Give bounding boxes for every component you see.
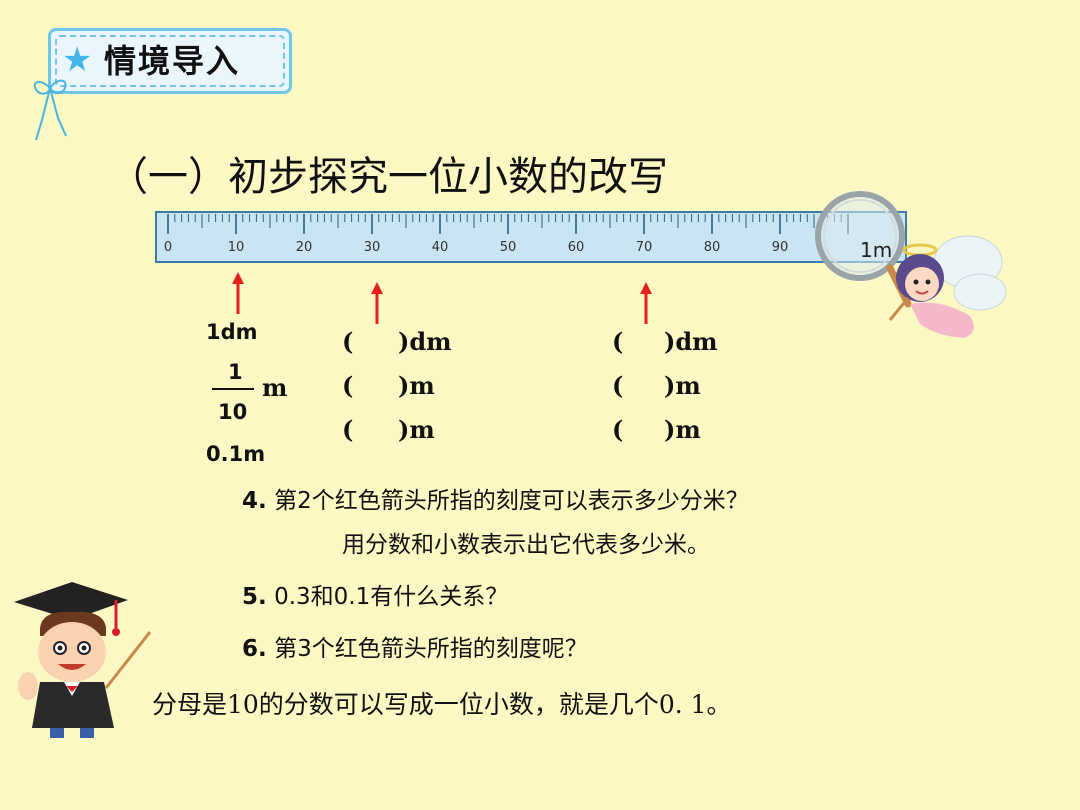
question-6-number: 6. (242, 636, 267, 662)
question-4: 4. 第2个红色箭头所指的刻度可以表示多少分米？ (242, 486, 749, 516)
magnifier-icon (815, 191, 912, 308)
meter-ruler: 0 10 20 30 40 50 60 70 80 90 (155, 211, 907, 263)
summary-statement: 分母是10的分数可以写成一位小数，就是几个0. 1。 (152, 690, 732, 719)
section-title: （一）初步探究一位小数的改写 (108, 154, 668, 200)
ruler-tick-label: 90 (772, 240, 789, 255)
ruler-end-label: 1m (860, 238, 893, 262)
ruler-tick-label: 30 (364, 240, 381, 255)
col2-row3-open: ( (342, 415, 354, 444)
col3-row2-open: ( (612, 371, 624, 400)
col3-row1-open: ( (612, 327, 624, 356)
question-4-text: 第2个红色箭头所指的刻度可以表示多少分米？ (274, 488, 749, 514)
col1-decimal: 0.1m (206, 442, 266, 466)
col2-row1-close: )dm (398, 327, 452, 356)
teacher-illustration (14, 582, 152, 738)
col2-row2-open: ( (342, 371, 354, 400)
question-4-number: 4. (242, 488, 267, 514)
ruler-tick-labels: 0 10 20 30 40 50 60 70 80 90 (164, 240, 788, 255)
col1-fraction-bar (212, 388, 254, 390)
question-5: 5. 0.3和0.1有什么关系？ (242, 582, 508, 612)
col1-fraction-unit: m (262, 373, 288, 402)
ruler-tick-label: 70 (636, 240, 653, 255)
red-arrow-1 (232, 272, 244, 314)
col2-row3-close: )m (398, 415, 435, 444)
question-5-text: 0.3和0.1有什么关系？ (274, 584, 509, 610)
red-arrow-2 (371, 282, 383, 324)
star-icon: ★ (62, 40, 93, 80)
col3-row3-open: ( (612, 415, 624, 444)
col1-fraction-denominator: 10 (218, 400, 248, 424)
col3-row3-close: )m (664, 415, 701, 444)
col2-row1-open: ( (342, 327, 354, 356)
question-4-line2: 用分数和小数表示出它代表多少米。 (342, 532, 710, 558)
badge-title: 情境导入 (104, 42, 241, 80)
ruler-ticks (167, 214, 849, 234)
badge-dashed-border (55, 35, 285, 87)
section-badge (48, 28, 292, 94)
question-5-number: 5. (242, 584, 267, 610)
col1-decimeter: 1dm (206, 320, 258, 344)
col3-row2-close: )m (664, 371, 701, 400)
ribbon-bow-icon (33, 79, 67, 141)
ruler-tick-label: 0 (164, 240, 172, 255)
col2-row2-close: )m (398, 371, 435, 400)
col1-fraction-numerator: 1 (228, 360, 243, 384)
question-6: 6. 第3个红色箭头所指的刻度呢？ (242, 634, 588, 664)
ruler-tick-label: 50 (500, 240, 517, 255)
ruler-tick-label: 20 (296, 240, 313, 255)
col3-row1-close: )dm (664, 327, 718, 356)
red-arrow-3 (640, 282, 652, 324)
ruler-tick-label: 40 (432, 240, 449, 255)
ruler-tick-label: 10 (228, 240, 245, 255)
question-6-text: 第3个红色箭头所指的刻度呢？ (274, 636, 588, 662)
ruler-tick-label: 60 (568, 240, 585, 255)
ruler-tick-label: 80 (704, 240, 721, 255)
fairy-illustration (888, 235, 1007, 338)
